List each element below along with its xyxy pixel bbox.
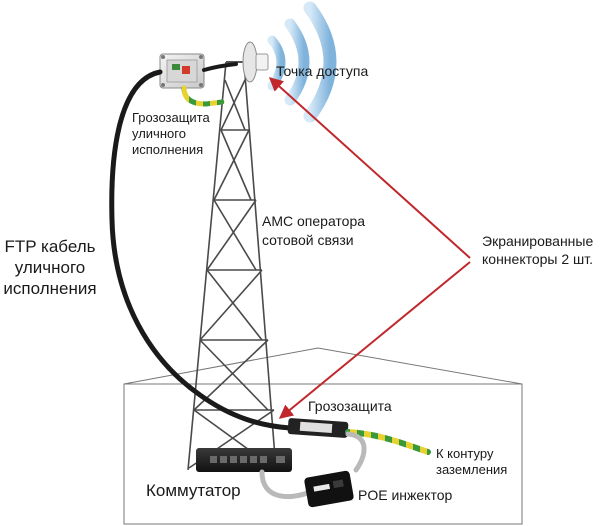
ground-label-2: заземления: [436, 462, 507, 477]
ftp-cable: [109, 69, 293, 431]
outdoor-surge-label-3: исполнения: [132, 142, 203, 157]
ground-label-1: К контуру: [436, 446, 494, 461]
antenna-icon: [226, 41, 269, 83]
surge-protection-label: Грозозащита: [308, 398, 392, 414]
ftp-label-1: FTP кабель: [4, 237, 95, 256]
ftp-label-3: исполнения: [3, 279, 96, 298]
ftp-label-2: уличного: [15, 258, 86, 277]
outdoor-surge-label-2: уличного: [132, 126, 186, 141]
outdoor-ground-wire: [181, 85, 225, 107]
tower-label-1: АМС оператора: [262, 213, 365, 229]
poe-label: POE инжектор: [358, 487, 452, 503]
indoor-ground-wire: [345, 429, 431, 455]
outdoor-surge-label-1: Грозозащита: [132, 110, 210, 125]
shielded-label-1: Экранированные: [482, 233, 593, 249]
poe-injector-icon: [304, 470, 354, 508]
wifi-waves-icon: [267, 1, 337, 123]
shielded-connector-arrows: [268, 77, 471, 419]
tower-label-2: сотовой связи: [262, 232, 354, 248]
network-switch-icon: [196, 448, 292, 472]
junction-box-icon: [159, 53, 205, 89]
surge-protector-icon: [287, 418, 349, 438]
switch-label: Коммутатор: [146, 481, 241, 500]
building-outline: [123, 347, 523, 525]
shielded-label-2: коннекторы 2 шт.: [482, 251, 593, 267]
access-point-label: Точка доступа: [276, 63, 368, 79]
